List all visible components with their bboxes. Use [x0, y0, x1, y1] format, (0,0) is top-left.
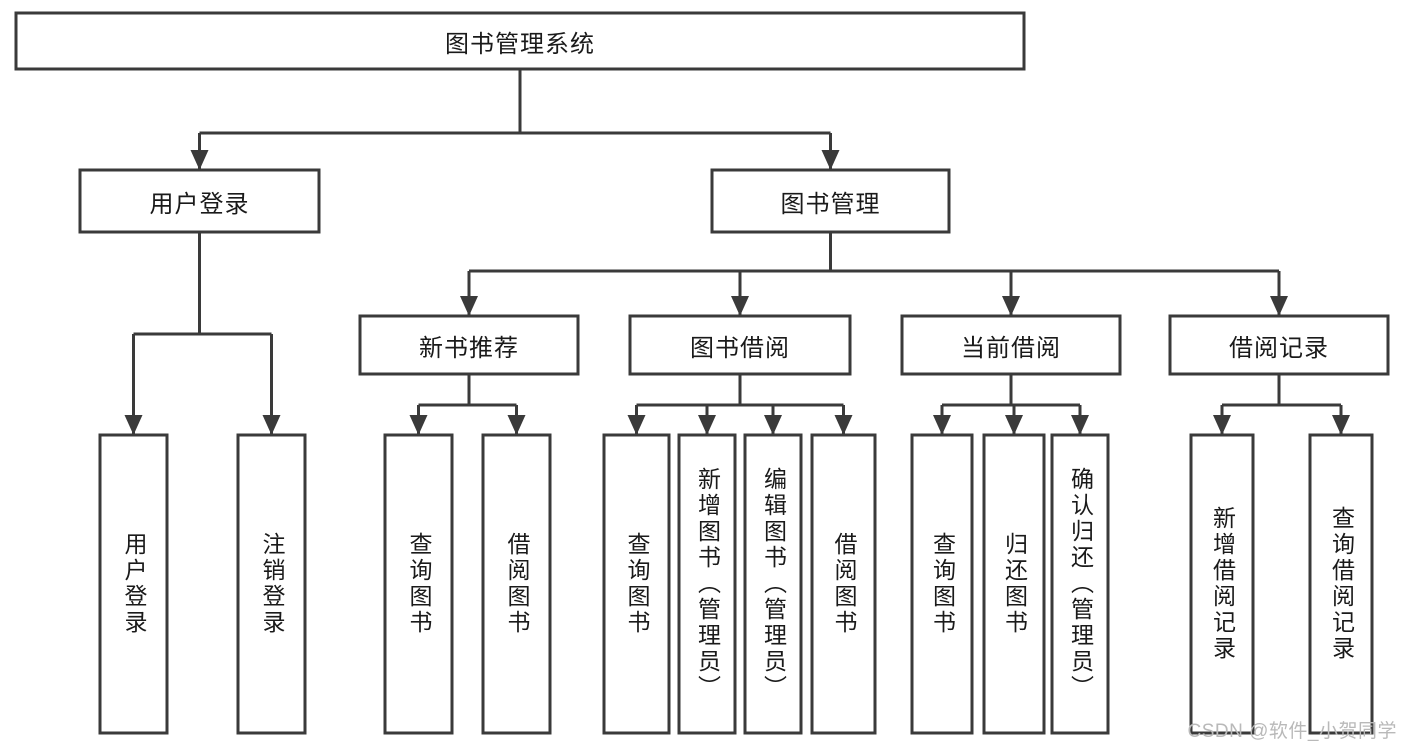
- node-box-leaf-query-book-rec[interactable]: [383, 433, 454, 735]
- node-box-leaf-query-book-borrow[interactable]: [602, 433, 671, 735]
- node-box-root[interactable]: [14, 11, 1026, 71]
- node-box-leaf-query-book-cur[interactable]: [910, 433, 974, 735]
- arrow-down-icon: [834, 415, 853, 435]
- node-box-leaf-edit-book[interactable]: [743, 433, 803, 735]
- arrow-down-icon: [764, 415, 782, 435]
- arrow-down-icon: [409, 415, 428, 435]
- node-box-new-book-rec[interactable]: [358, 314, 580, 376]
- arrow-down-icon: [1213, 415, 1231, 435]
- node-box-leaf-add-book[interactable]: [677, 433, 737, 735]
- node-box-book-manage[interactable]: [710, 168, 951, 234]
- arrow-down-icon: [821, 150, 840, 170]
- node-box-leaf-return-book[interactable]: [982, 433, 1046, 735]
- node-box-book-borrow[interactable]: [628, 314, 852, 376]
- arrow-down-icon: [933, 415, 951, 435]
- arrow-down-icon: [460, 296, 478, 316]
- node-box-user-login[interactable]: [78, 168, 321, 234]
- arrow-down-icon: [1071, 415, 1089, 435]
- arrow-down-icon: [1270, 296, 1288, 316]
- node-box-leaf-logout[interactable]: [236, 433, 307, 735]
- node-box-leaf-query-record[interactable]: [1308, 433, 1374, 735]
- arrow-down-icon: [507, 415, 526, 435]
- arrow-down-icon: [731, 296, 749, 316]
- node-box-leaf-borrow-book[interactable]: [810, 433, 877, 735]
- arrow-down-icon: [190, 150, 209, 170]
- arrow-down-icon: [1002, 296, 1020, 316]
- watermark-text: CSDN @软件_小贺同学: [1187, 721, 1397, 742]
- node-box-leaf-add-record[interactable]: [1189, 433, 1255, 735]
- node-box-borrow-record[interactable]: [1168, 314, 1390, 376]
- arrow-down-icon: [627, 415, 646, 435]
- arrow-down-icon: [698, 415, 716, 435]
- node-box-leaf-confirm-return[interactable]: [1050, 433, 1110, 735]
- node-box-current-borrow[interactable]: [900, 314, 1122, 376]
- arrow-down-icon: [1332, 415, 1350, 435]
- arrow-down-icon: [262, 415, 281, 435]
- boxes-layer: [14, 11, 1390, 735]
- node-box-leaf-borrow-book-rec[interactable]: [481, 433, 552, 735]
- node-box-leaf-user-login[interactable]: [98, 433, 169, 735]
- arrow-down-icon: [1005, 415, 1023, 435]
- connectors-layer: [124, 69, 1350, 435]
- arrow-down-icon: [124, 415, 143, 435]
